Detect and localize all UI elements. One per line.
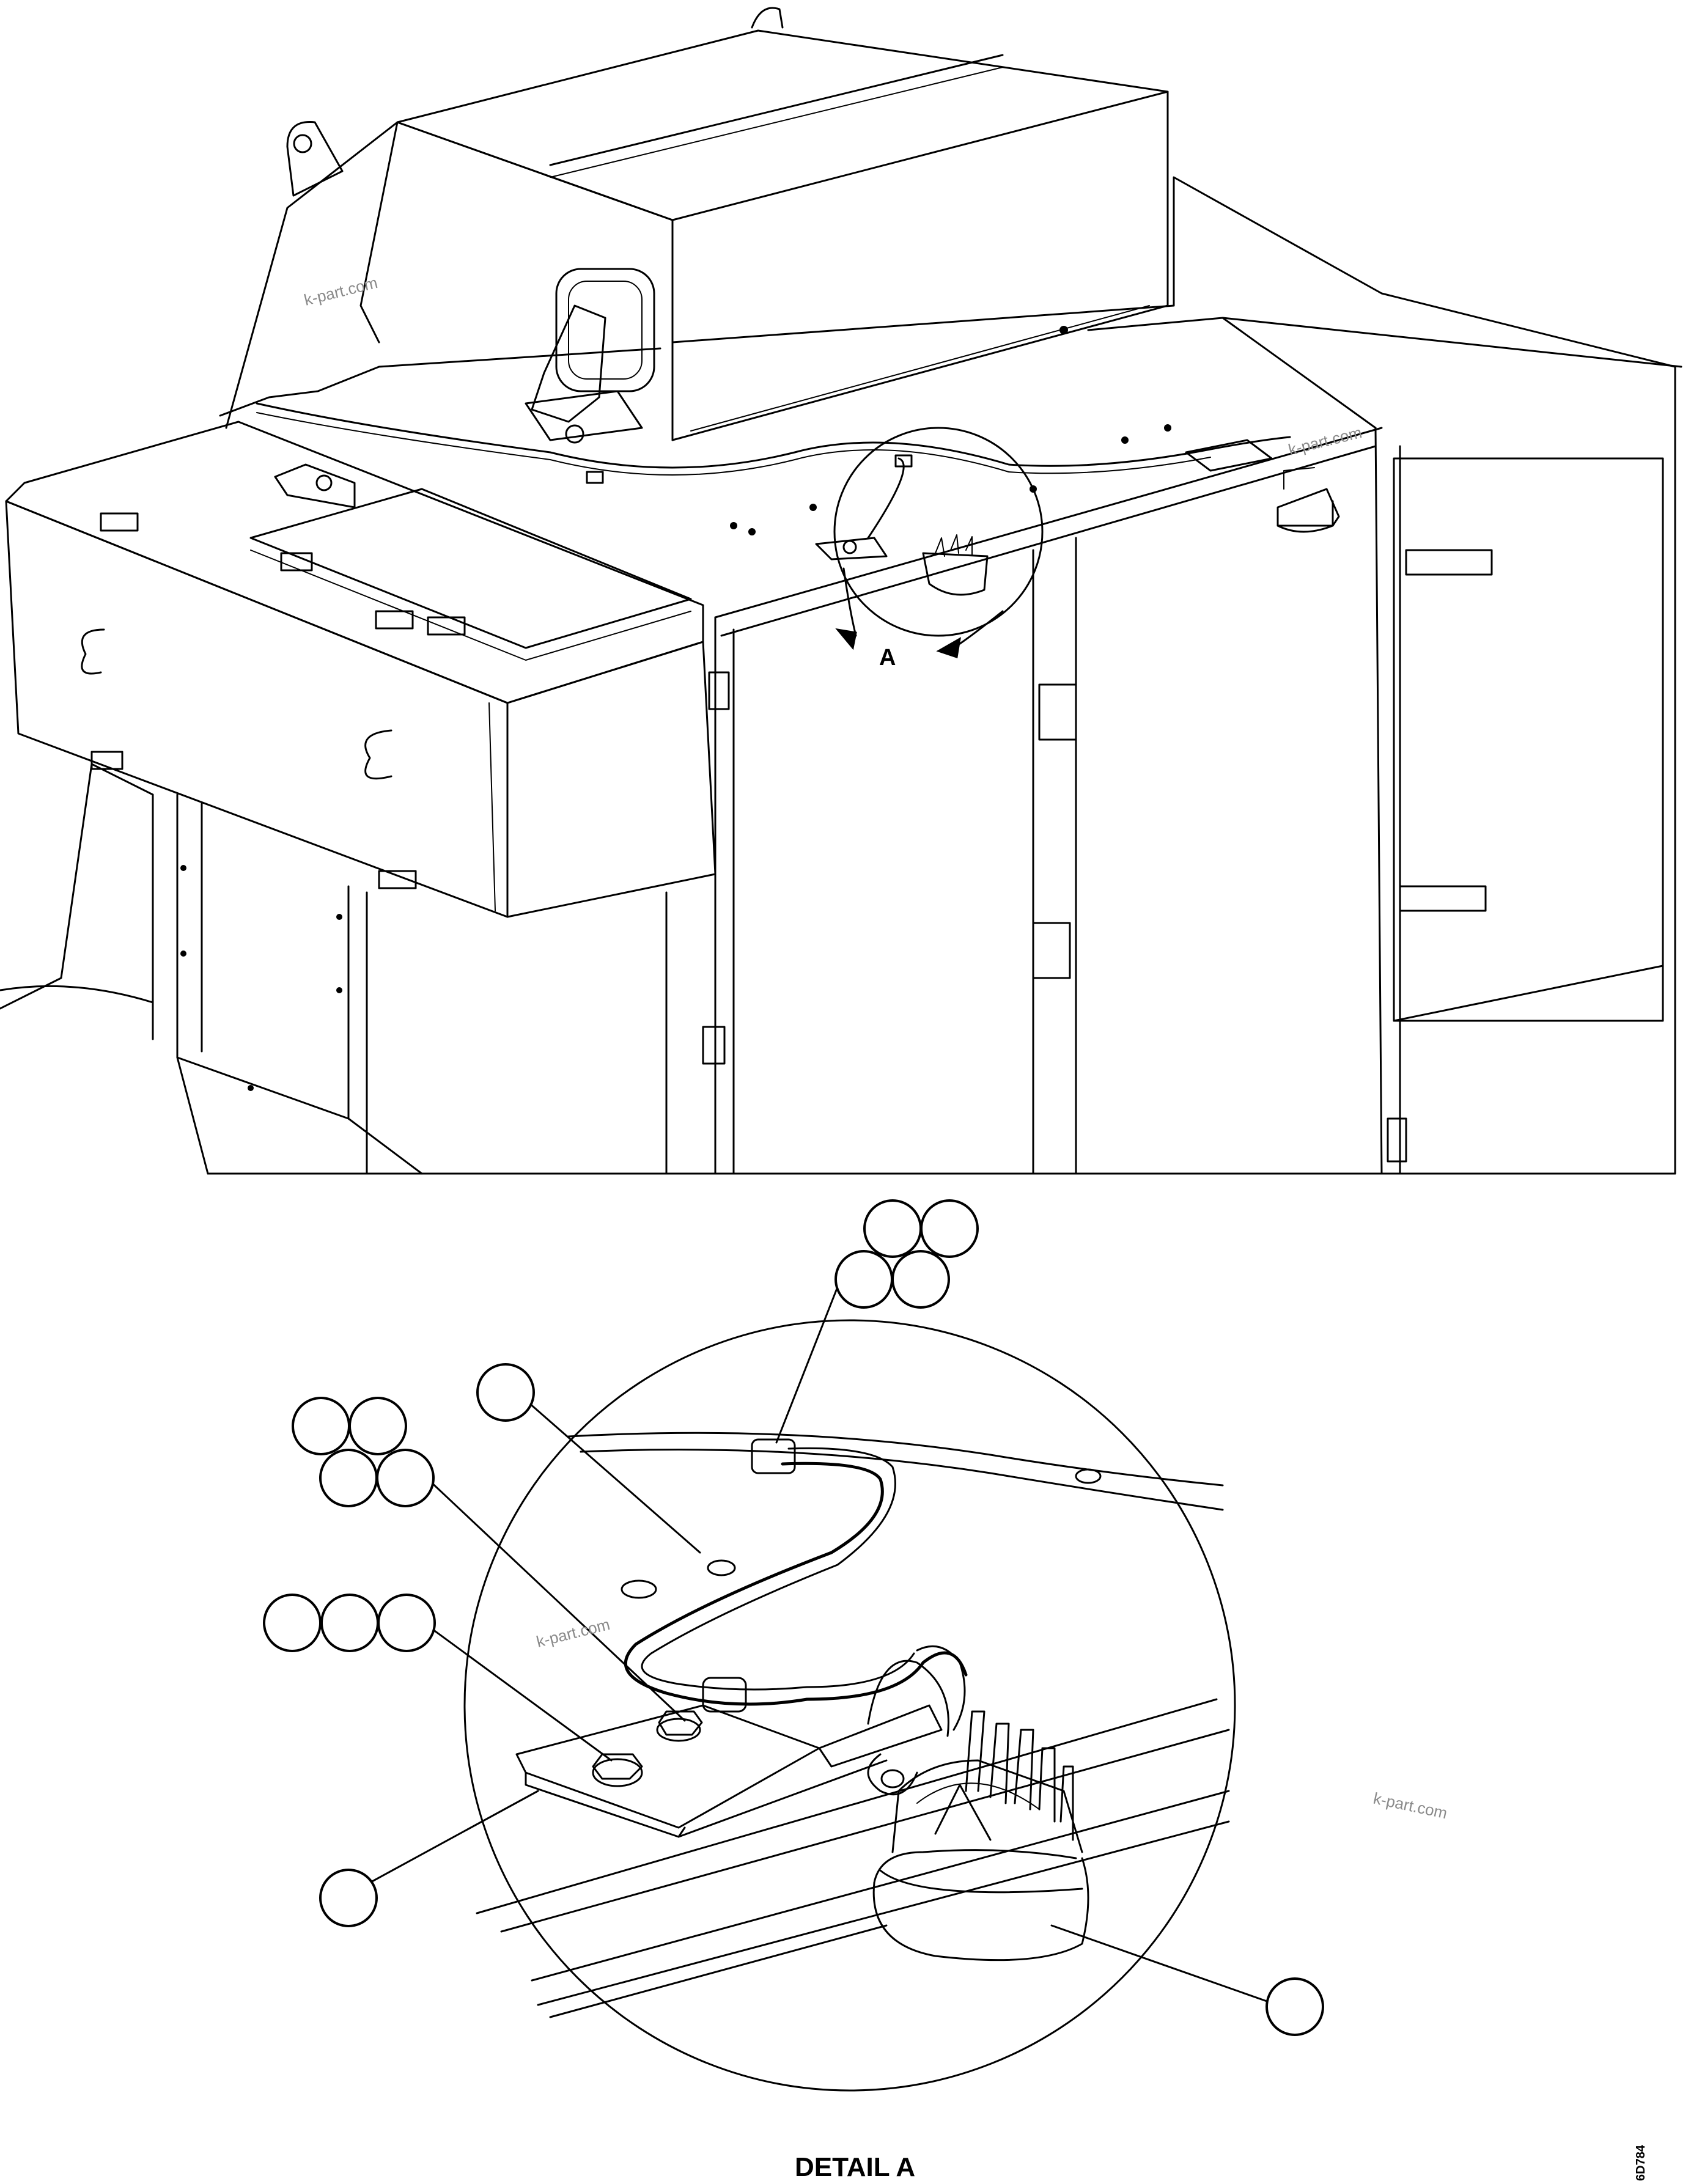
empty-callout-balloon-icon: [476, 1363, 535, 1422]
view-label: A: [879, 645, 896, 671]
empty-callout-balloon-icon: [263, 1594, 322, 1652]
detail-boundary-circle: [463, 1319, 1236, 2092]
callout-leaders: [369, 1270, 1270, 2003]
empty-callout-balloon-icon: [863, 1199, 922, 1258]
cable-clamp: [751, 1438, 796, 1474]
fastener-dots: [180, 326, 1171, 1091]
light-cable: [624, 1438, 968, 1713]
empty-callout-balloon-icon: [834, 1250, 893, 1309]
cab-roof: [219, 176, 1682, 1175]
empty-callout-balloon-icon: [920, 1199, 979, 1258]
watermark: k-part.com: [1372, 1789, 1449, 1823]
mounting-bracket: [515, 1704, 943, 1838]
empty-callout-balloon-icon: [376, 1449, 435, 1507]
led-work-light-icon: [867, 1645, 1089, 1962]
empty-callout-balloon-icon: [319, 1449, 378, 1507]
view-direction-arrow-icon: [835, 628, 857, 650]
light-wiring-harness: [256, 402, 1291, 484]
view-direction-arrow-icon: [936, 637, 961, 658]
callout-balloons: [263, 1199, 1324, 2036]
empty-callout-balloon-icon: [320, 1594, 379, 1652]
detail-a-callout-circle: A: [815, 427, 1044, 671]
empty-callout-balloon-icon: [319, 1869, 378, 1927]
mirror-bracket: [525, 268, 655, 444]
drawing-number: 6D784: [1634, 2144, 1648, 2181]
work-light-right: [1185, 439, 1340, 533]
detail-title: DETAIL A: [795, 2152, 915, 2182]
watermark: k-part.com: [302, 273, 379, 309]
empty-callout-balloon-icon: [891, 1250, 950, 1309]
empty-callout-balloon-icon: [1265, 1977, 1324, 2036]
top-hood: [225, 29, 1169, 441]
lower-frame: [0, 763, 668, 1175]
cab-doors: [702, 457, 1664, 1175]
roof-panel-edges: [476, 1432, 1230, 2018]
watermark: k-part.com: [534, 1615, 611, 1651]
lifting-eye: [286, 7, 784, 197]
empty-callout-balloon-icon: [348, 1397, 407, 1455]
empty-callout-balloon-icon: [292, 1397, 350, 1455]
machine-overview-view: A: [0, 7, 1682, 1175]
ground-clamp: [702, 1677, 747, 1713]
detail-a-view: k-part.com k-part.com k-part.com k-part.…: [263, 273, 1648, 2182]
empty-callout-balloon-icon: [377, 1594, 436, 1652]
electrical-enclosure: [5, 421, 717, 918]
